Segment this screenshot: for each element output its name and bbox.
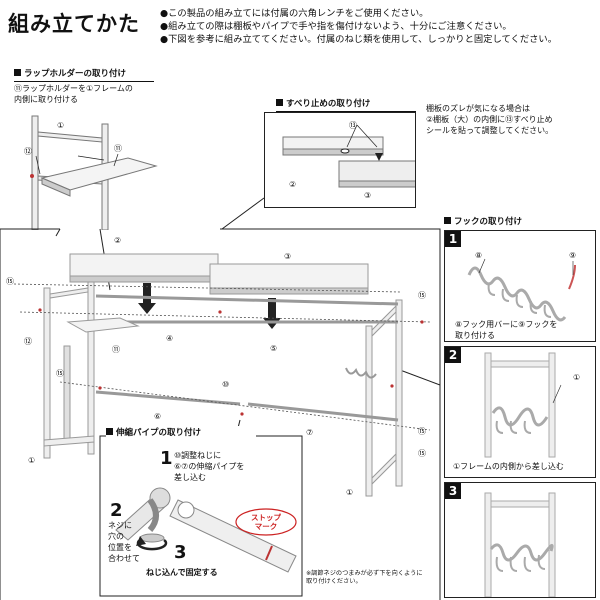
label-12-main: ⑫ bbox=[24, 337, 32, 346]
anti-slip-text: 棚板のズレが気になる場合は ②棚板（大）の内側に⑬すべり止め シールを貼って調整… bbox=[426, 104, 554, 135]
label-15: ⑮ bbox=[6, 277, 14, 286]
label-1-main: ① bbox=[28, 456, 36, 465]
square-bullet-icon bbox=[14, 69, 21, 76]
stop-mark-label: ストップ マーク bbox=[251, 513, 281, 531]
hook-insert-illustration bbox=[484, 352, 562, 458]
label-15: ⑮ bbox=[56, 369, 64, 378]
pipe-step-3-text: ねじ込んで固定する bbox=[146, 568, 218, 577]
label-4: ④ bbox=[166, 334, 174, 343]
label-1-main: ① bbox=[346, 488, 354, 497]
pipe-footnote: ※調節ネジのつまみが必ず下を向くように 取り付けください。 bbox=[306, 570, 423, 585]
hook-step-1: 1 ⑧ ⑨ ⑧フック用バーに⑨フックを 取り付ける bbox=[444, 230, 596, 342]
label-2-main: ② bbox=[114, 236, 122, 245]
label-13: ⑬ bbox=[349, 121, 357, 130]
note-line: ●この製品の組み立てには付属の六角レンチをご使用ください。 bbox=[160, 8, 429, 19]
hook-bar-illustration bbox=[467, 258, 576, 322]
wrap-holder-heading: ラップホルダーの取り付け bbox=[14, 67, 154, 82]
hook-step-2-text: ①フレームの内側から差し込む bbox=[453, 462, 564, 471]
anti-slip-heading: すべり止めの取り付け bbox=[276, 97, 416, 112]
label-11-main: ⑪ bbox=[112, 345, 120, 354]
label-15: ⑮ bbox=[418, 427, 426, 436]
step-number: 3 bbox=[445, 483, 461, 499]
label-2: ② bbox=[289, 180, 297, 189]
label-1: ① bbox=[57, 121, 65, 130]
label-10: ⑩ bbox=[222, 380, 230, 389]
step-number: 1 bbox=[445, 231, 461, 247]
label-9: ⑨ bbox=[569, 251, 577, 260]
wrap-holder-text: ⑪ラップホルダーを①フレームの 内側に取り付ける bbox=[14, 84, 133, 104]
pipe-heading: 伸縮パイプの取り付け bbox=[106, 426, 256, 438]
hook-step-2: 2 ① ①フレームの内側から差し込む bbox=[444, 346, 596, 478]
label-12: ⑫ bbox=[24, 147, 32, 156]
label-8: ⑧ bbox=[475, 251, 483, 260]
pipe-step-1-number: 1 bbox=[160, 448, 173, 469]
label-6: ⑥ bbox=[154, 412, 162, 421]
anti-slip-illustration bbox=[282, 124, 418, 188]
pipe-step-2-number: 2 bbox=[110, 500, 123, 521]
step-number: 2 bbox=[445, 347, 461, 363]
label-5: ⑤ bbox=[270, 344, 278, 353]
square-bullet-icon bbox=[444, 217, 451, 224]
anti-slip-detail-box bbox=[264, 112, 418, 208]
label-3-main: ③ bbox=[284, 252, 292, 261]
pipe-step-2-text: ネジに 穴の 位置を 合わせて bbox=[108, 521, 140, 563]
hook-step-3: 3 bbox=[444, 482, 596, 598]
wrap-holder-illustration bbox=[30, 115, 158, 230]
note-line: ●下図を参考に組み立ててください。付属のねじ類を使用して、しっかりと固定してくだ… bbox=[160, 34, 558, 45]
pipe-step-3-number: 3 bbox=[174, 542, 187, 563]
hook-heading: フックの取り付け bbox=[444, 215, 594, 227]
label-15: ⑮ bbox=[418, 291, 426, 300]
hook-step-1-text: ⑧フック用バーに⑨フックを 取り付ける bbox=[455, 320, 558, 340]
label-11: ⑪ bbox=[114, 144, 122, 153]
hook-installed-illustration bbox=[484, 492, 556, 597]
note-line: ●組み立ての際は棚板やパイプで手や指を傷付けないよう、十分にご注意ください。 bbox=[160, 21, 512, 32]
page-title: 組み立てかた bbox=[8, 12, 140, 36]
label-7: ⑦ bbox=[306, 428, 314, 437]
instruction-notes: ●この製品の組み立てには付属の六角レンチをご使用ください。 ●組み立ての際は棚板… bbox=[160, 7, 600, 46]
label-15: ⑮ bbox=[418, 449, 426, 458]
label-1-hook: ① bbox=[573, 373, 581, 382]
square-bullet-icon bbox=[276, 99, 283, 106]
label-3: ③ bbox=[364, 191, 372, 200]
square-bullet-icon bbox=[106, 428, 113, 435]
pipe-step-1-text: ⑩調整ねじに ⑥⑦の伸縮パイプを 差し込む bbox=[174, 451, 245, 482]
